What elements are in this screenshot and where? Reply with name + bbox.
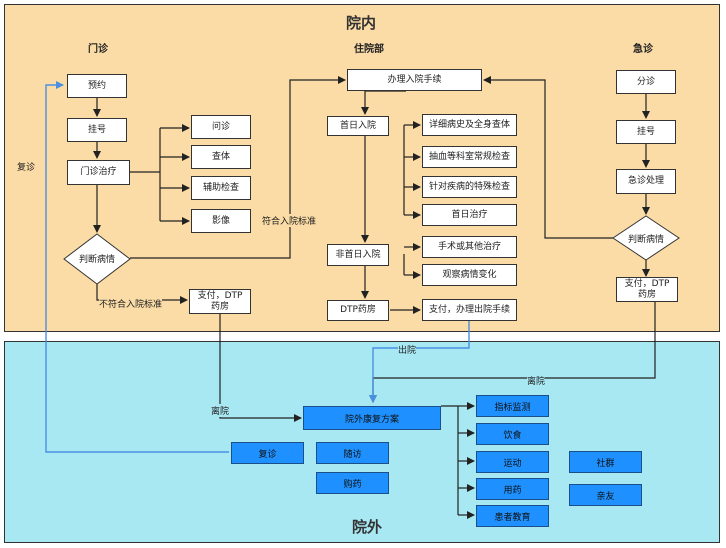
leave-hospital-er-label: 离院 [527,374,546,387]
revisit-side-label: 复诊 [17,163,36,173]
dtp-pharmacy-box: DTP药房 [327,300,389,321]
first-day-treatment-box: 首日治疗 [422,204,517,226]
outpatient-judge-diamond [63,233,131,285]
triage-box: 分诊 [616,70,676,94]
education-box: 患者教育 [476,505,549,527]
medication-box: 用药 [476,478,549,500]
leave-hospital-label: 离院 [211,404,230,417]
non-first-day-box: 非首日入院 [327,244,389,266]
followup-box: 随访 [316,442,389,464]
emergency-pay-line2: 药房 [637,289,656,300]
emergency-pay-box: 支付，DTP 药房 [616,277,678,302]
not-meet-label: 不符合入院标准 [99,297,163,310]
admission-box: 办理入院手续 [347,69,482,91]
monitor-box: 指标监测 [476,395,549,417]
outpatient-pay-box: 支付，DTP 药房 [189,289,251,314]
discharge-procedure-box: 支付，办理出院手续 [422,299,517,321]
outpatient-treatment-box: 门诊治疗 [67,160,130,185]
exercise-box: 运动 [476,451,549,473]
outpatient-pay-line2: 药房 [210,301,229,312]
inpatient-header: 住院部 [354,44,384,55]
emergency-header: 急诊 [633,44,653,55]
diet-box: 饮食 [476,423,549,445]
family-box: 亲友 [569,484,642,506]
observe-box: 观察病情变化 [422,264,517,286]
outpatient-pay-line1: 支付，DTP [197,291,243,302]
appointment-box: 预约 [67,74,127,98]
inside-zone-title: 院内 [346,14,377,32]
surgery-box: 手术或其他治疗 [422,236,517,258]
emergency-handling-box: 急诊处理 [616,169,676,194]
history-box: 详细病史及全身查体 [422,114,517,136]
physical-exam-box: 查体 [191,145,251,169]
aux-exam-box: 辅助检查 [191,176,251,200]
imaging-box: 影像 [191,209,251,233]
rehab-plan-box: 院外康复方案 [303,406,441,430]
emergency-pay-line1: 支付，DTP [624,279,670,290]
meets-admission-label: 符合入院标准 [262,214,317,227]
emergency-register-box: 挂号 [616,120,676,144]
outpatient-header: 门诊 [88,44,108,55]
special-exam-box: 针对疾病的特殊检查 [422,176,517,198]
consult-box: 问诊 [191,115,251,139]
community-box: 社群 [569,451,642,473]
emergency-judge-diamond [612,215,680,261]
discharged-label: 出院 [398,343,417,356]
emergency-judge-label: 判断病情 [627,235,664,245]
first-day-box: 首日入院 [327,116,389,136]
revisit-box: 复诊 [231,442,304,464]
outpatient-register-box: 挂号 [67,118,127,142]
outside-zone-title: 院外 [352,518,383,536]
blood-test-box: 抽血等科室常规检查 [422,146,517,168]
outpatient-judge-label: 判断病情 [78,255,115,265]
purchase-box: 购药 [316,472,389,494]
